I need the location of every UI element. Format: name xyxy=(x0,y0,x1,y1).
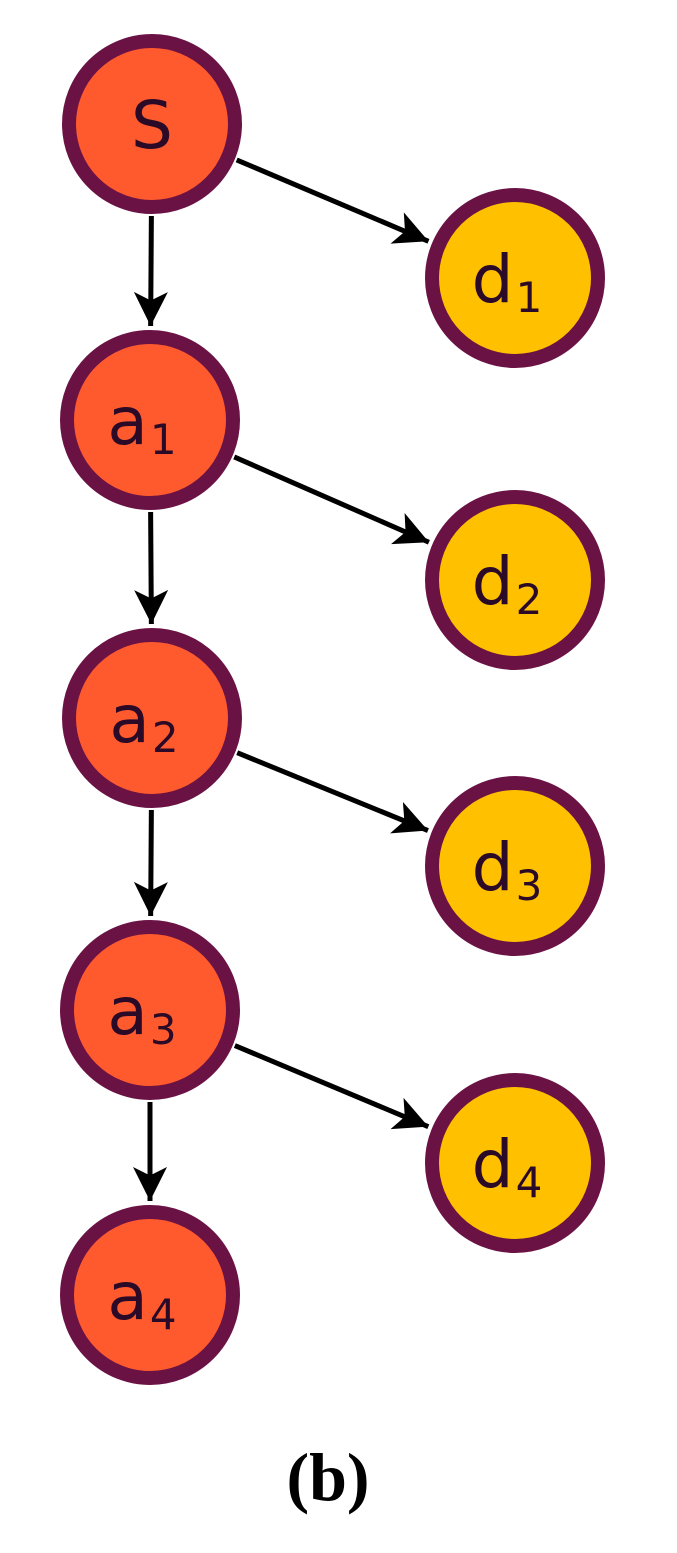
node-label-d2: d2 xyxy=(472,543,543,624)
node-letter: d xyxy=(472,241,514,318)
edge-a2-to-a3 xyxy=(133,809,168,917)
node-d3: d3 xyxy=(425,776,605,956)
node-letter: a xyxy=(107,383,147,460)
node-label-a4: a4 xyxy=(107,1258,176,1339)
edge-a1-to-d2 xyxy=(233,454,430,545)
node-d1: d1 xyxy=(425,188,605,368)
node-circle-d4 xyxy=(425,1073,605,1253)
node-circle-a4 xyxy=(60,1205,240,1385)
node-subscript: 4 xyxy=(150,1290,177,1339)
node-label-S: S xyxy=(131,87,173,164)
node-letter: a xyxy=(107,1258,147,1335)
node-subscript: 1 xyxy=(516,273,543,322)
node-subscript: 3 xyxy=(516,861,543,910)
node-subscript: 2 xyxy=(152,713,179,762)
node-circle-S xyxy=(62,34,242,214)
node-S: S xyxy=(62,34,242,214)
node-circle-d1 xyxy=(425,188,605,368)
node-circle-d2 xyxy=(425,490,605,670)
node-circle-a2 xyxy=(62,628,242,808)
node-label-a1: a1 xyxy=(107,383,176,464)
node-letter: d xyxy=(472,829,514,906)
node-a2: a2 xyxy=(62,628,242,808)
node-d4: d4 xyxy=(425,1073,605,1253)
edge-S-to-d1 xyxy=(235,157,430,244)
node-label-d3: d3 xyxy=(472,829,543,910)
node-label-d1: d1 xyxy=(472,241,543,322)
node-subscript: 4 xyxy=(516,1158,543,1207)
node-d2: d2 xyxy=(425,490,605,670)
node-a4: a4 xyxy=(60,1205,240,1385)
edges-layer xyxy=(133,157,430,1201)
edge-a1-to-a2 xyxy=(134,511,169,625)
edge-S-to-a1 xyxy=(133,215,168,327)
node-letter: d xyxy=(472,1126,514,1203)
node-a1: a1 xyxy=(60,330,240,510)
edge-a2-to-d3 xyxy=(236,750,429,834)
edge-a3-to-d4 xyxy=(233,1043,430,1130)
node-letter: S xyxy=(131,87,173,164)
node-subscript: 3 xyxy=(150,1005,177,1054)
figure-caption: (b) xyxy=(286,1439,369,1515)
node-subscript: 1 xyxy=(150,415,177,464)
node-circle-d3 xyxy=(425,776,605,956)
node-label-a2: a2 xyxy=(109,681,178,762)
node-letter: d xyxy=(472,543,514,620)
node-subscript: 2 xyxy=(516,575,543,624)
node-letter: a xyxy=(107,973,147,1050)
node-label-d4: d4 xyxy=(472,1126,543,1207)
node-label-a3: a3 xyxy=(107,973,176,1054)
node-circle-a1 xyxy=(60,330,240,510)
node-letter: a xyxy=(109,681,149,758)
node-a3: a3 xyxy=(60,920,240,1100)
node-circle-a3 xyxy=(60,920,240,1100)
